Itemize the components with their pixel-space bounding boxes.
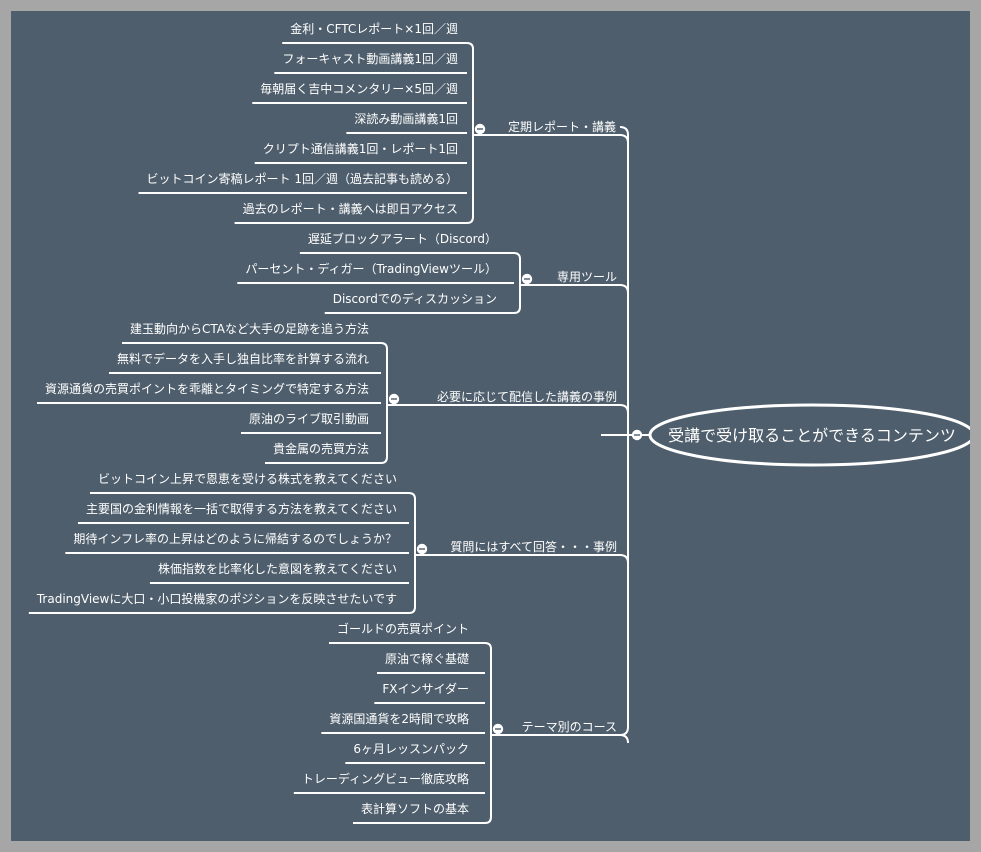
connector-lines: [28, 42, 970, 824]
category-topic[interactable]: 専用ツール: [557, 270, 617, 284]
leaf-topic[interactable]: ビットコイン上昇で恩恵を受ける株式を教えてください: [98, 471, 397, 486]
leaf-topic[interactable]: 遅延ブロックアラート（Discord）: [308, 231, 497, 246]
leaf-topic[interactable]: 深読み動画講義1回: [354, 111, 458, 126]
leaf-topic[interactable]: 主要国の金利情報を一括で取得する方法を教えてください: [86, 501, 397, 516]
category-underline-2: [387, 404, 629, 414]
leaf-topic[interactable]: 6ヶ月レッスンパック: [353, 742, 469, 756]
leaf-topic[interactable]: フォーキャスト動画講義1回／週: [282, 51, 458, 66]
leaf-bracket-4: [484, 642, 492, 824]
leaf-topic[interactable]: 過去のレポート・講義へは即日アクセス: [243, 201, 458, 216]
collapse-toggle-icon[interactable]: [474, 123, 486, 135]
trunk-top-curve: [619, 126, 629, 136]
leaf-topic[interactable]: 資源通貨の売買ポイントを乖離とタイミングで特定する方法: [45, 381, 369, 396]
center-collapse-icon[interactable]: [631, 429, 643, 441]
leaf-topic[interactable]: ゴールドの売買ポイント: [337, 621, 469, 636]
category-topic[interactable]: 必要に応じて配信した講義の事例: [437, 389, 617, 404]
collapse-toggle-icon[interactable]: [521, 273, 533, 285]
leaf-topic[interactable]: TradingViewに大口・小口投機家のポジションを反映させたいです: [36, 591, 397, 606]
leaf-bracket-1: [513, 252, 521, 314]
collapse-toggle-icon[interactable]: [492, 723, 504, 735]
leaf-topic[interactable]: 表計算ソフトの基本: [361, 801, 469, 816]
central-topic-label: 受講で受け取ることができるコンテンツ: [668, 426, 956, 445]
leaf-topic[interactable]: 金利・CFTCレポート×1回／週: [290, 21, 458, 36]
leaf-topic[interactable]: FXインサイダー: [382, 681, 469, 696]
leaf-topic[interactable]: 株価指数を比率化した意図を教えてください: [158, 561, 397, 576]
leaf-topic[interactable]: 貴金属の売買方法: [273, 441, 369, 456]
leaf-topic[interactable]: トレーディングビュー徹底攻略: [302, 771, 469, 786]
mindmap-svg: 金利・CFTCレポート×1回／週フォーキャスト動画講義1回／週毎朝届く吉中コメン…: [28, 21, 970, 824]
central-topic-bubble[interactable]: [648, 403, 970, 467]
leaf-topic[interactable]: クリプト通信講義1回・レポート1回: [263, 141, 458, 156]
leaf-topic[interactable]: 原油で稼ぐ基礎: [385, 651, 469, 666]
category-topic[interactable]: テーマ別のコース: [522, 720, 617, 734]
category-topic[interactable]: 定期レポート・講義: [508, 119, 616, 134]
category-topic[interactable]: 質問にはすべて回答・・・事例: [450, 539, 617, 554]
leaf-topic[interactable]: 無料でデータを入手し独自比率を計算する流れ: [117, 351, 369, 366]
leaf-topic[interactable]: 毎朝届く吉中コメンタリー×5回／週: [260, 81, 458, 96]
leaf-topic[interactable]: 資源国通貨を2時間で攻略: [329, 711, 469, 726]
leaf-bracket-0: [466, 42, 474, 224]
leaf-topic[interactable]: 原油のライブ取引動画: [249, 411, 369, 426]
category-underline-1: [520, 284, 629, 294]
category-underline-0: [473, 134, 629, 144]
leaf-bracket-3: [408, 492, 416, 614]
leaf-topic[interactable]: 建玉動向からCTAなど大手の足跡を追う方法: [130, 321, 369, 336]
collapse-toggle-icon[interactable]: [416, 543, 428, 555]
leaf-topic[interactable]: Discordでのディスカッション: [333, 291, 497, 306]
collapse-toggle-icon[interactable]: [388, 393, 400, 405]
leaf-topic[interactable]: パーセント・ディガー（TradingViewツール）: [245, 261, 497, 276]
category-underline-3: [415, 554, 629, 564]
leaf-topic[interactable]: ビットコイン寄稿レポート 1回／週（過去記事も読める）: [147, 171, 458, 186]
node-layer: 金利・CFTCレポート×1回／週フォーキャスト動画講義1回／週毎朝届く吉中コメン…: [36, 21, 970, 816]
leaf-bracket-2: [380, 342, 388, 464]
mindmap-canvas: 金利・CFTCレポート×1回／週フォーキャスト動画講義1回／週毎朝届く吉中コメン…: [11, 11, 970, 841]
category-underline-4: [491, 734, 629, 744]
leaf-topic[interactable]: 期待インフレ率の上昇はどのように帰結するのでしょうか？: [73, 531, 397, 546]
